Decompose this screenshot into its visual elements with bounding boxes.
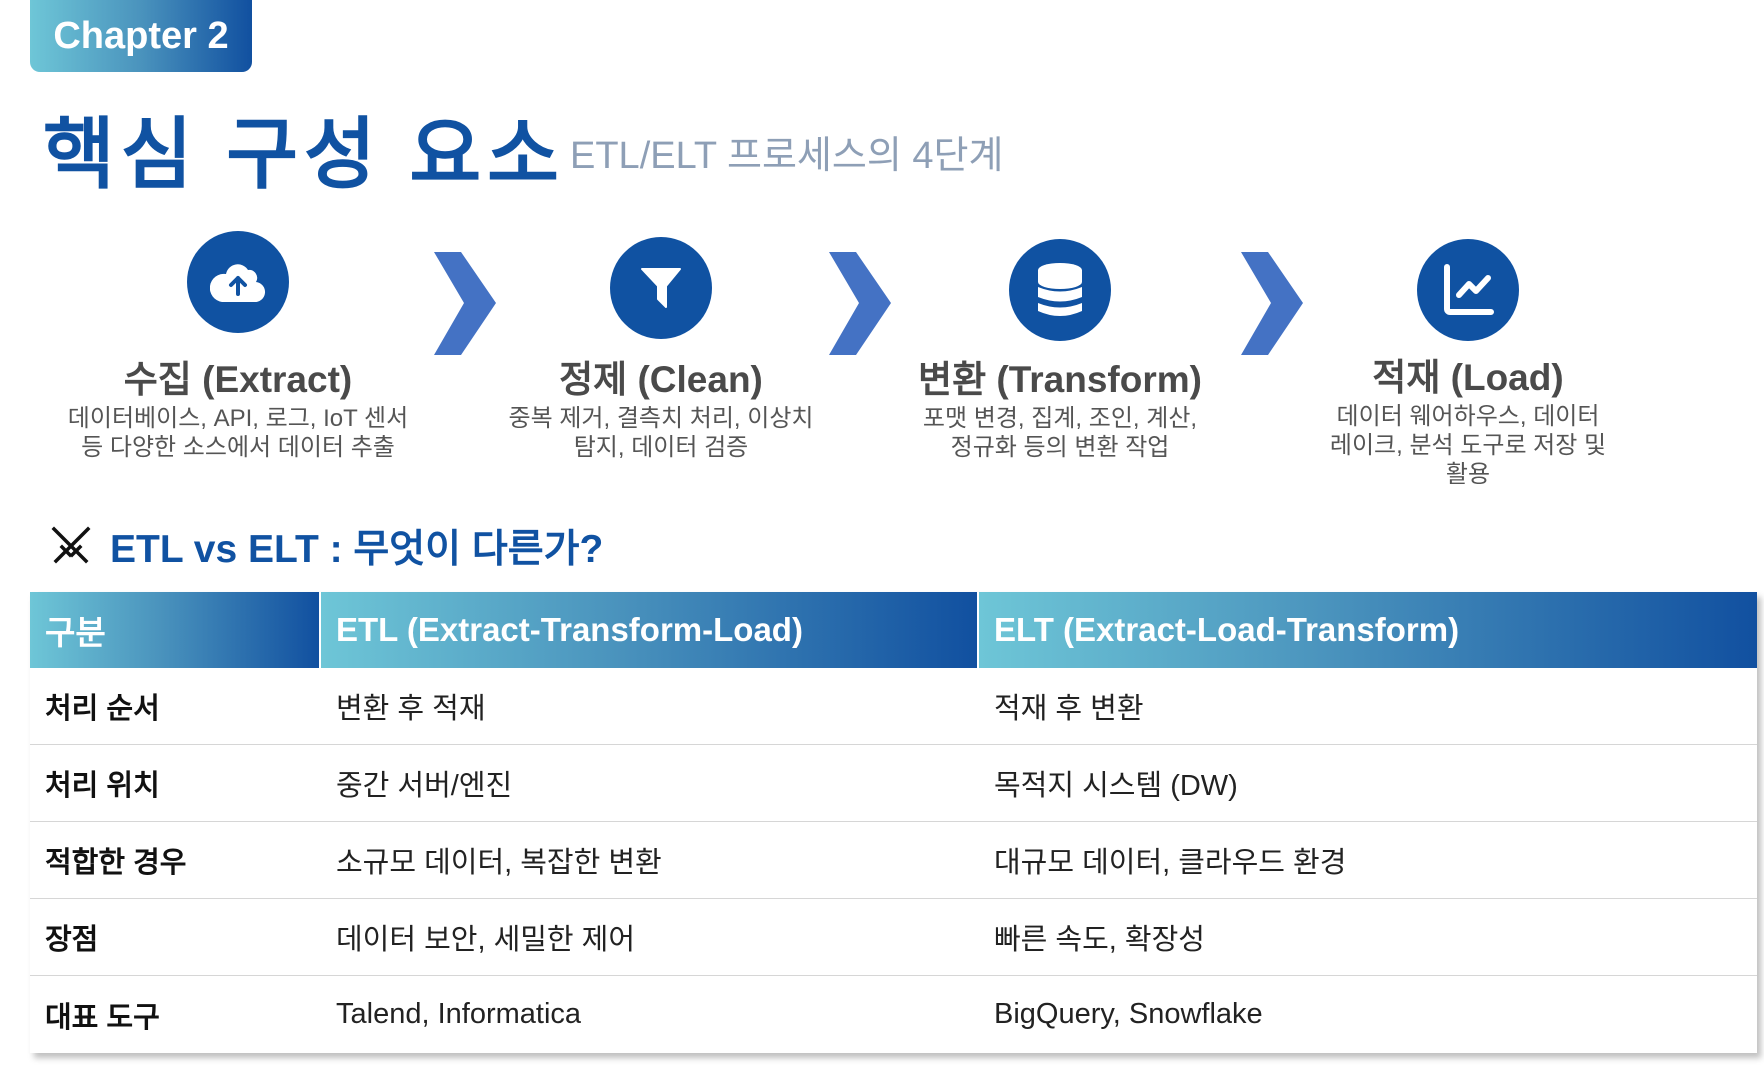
step-title: 변환 (Transform) bbox=[918, 359, 1202, 400]
header-etl: ETL (Extract-Transform-Load) bbox=[321, 592, 979, 668]
elt-cell: BigQuery, Snowflake bbox=[994, 998, 1263, 1030]
step-title: 적재 (Load) bbox=[1372, 357, 1564, 398]
step-load: 적재 (Load) 데이터 웨어하우스, 데이터 레이크, 분석 도구로 저장 … bbox=[1258, 356, 1678, 489]
step-clean: 정제 (Clean) 중복 제거, 결측치 처리, 이상치 탐지, 데이터 검증 bbox=[451, 358, 871, 462]
table-row: 대표 도구 Talend, Informatica BigQuery, Snow… bbox=[30, 976, 1757, 1053]
desc-line: 활용 bbox=[1445, 461, 1491, 488]
step-title: 정제 (Clean) bbox=[559, 359, 763, 400]
database-icon bbox=[1009, 239, 1111, 341]
row-label: 처리 위치 bbox=[45, 770, 160, 802]
etl-cell: 변환 후 적재 bbox=[336, 693, 486, 725]
etl-cell: 중간 서버/엔진 bbox=[336, 770, 513, 802]
step-title: 수집 (Extract) bbox=[123, 359, 353, 400]
desc-line: 중복 제거, 결측치 처리, 이상치 bbox=[508, 405, 814, 432]
table-row: 처리 순서 변환 후 적재 적재 후 변환 bbox=[30, 668, 1757, 745]
chart-line-icon bbox=[1417, 239, 1519, 341]
step-description: 데이터베이스, API, 로그, IoT 센서 등 다양한 소스에서 데이터 추… bbox=[28, 404, 448, 462]
table-row: 적합한 경우 소규모 데이터, 복잡한 변환 대규모 데이터, 클라우드 환경 bbox=[30, 822, 1757, 899]
desc-line: 등 다양한 소스에서 데이터 추출 bbox=[81, 434, 395, 461]
table-row: 처리 위치 중간 서버/엔진 목적지 시스템 (DW) bbox=[30, 745, 1757, 822]
step-description: 데이터 웨어하우스, 데이터 레이크, 분석 도구로 저장 및 활용 bbox=[1258, 402, 1678, 489]
step-description: 중복 제거, 결측치 처리, 이상치 탐지, 데이터 검증 bbox=[451, 404, 871, 462]
chevron-right-icon bbox=[434, 252, 496, 355]
row-label: 대표 도구 bbox=[45, 1001, 160, 1034]
section-heading: ETL vs ELT : 무엇이 다른가? bbox=[50, 518, 603, 574]
elt-cell: 적재 후 변환 bbox=[994, 693, 1144, 725]
table-row: 장점 데이터 보안, 세밀한 제어 빠른 속도, 확장성 bbox=[30, 899, 1757, 976]
step-transform: 변환 (Transform) 포맷 변경, 집계, 조인, 계산, 정규화 등의… bbox=[850, 358, 1270, 462]
desc-line: 포맷 변경, 집계, 조인, 계산, bbox=[922, 405, 1198, 432]
desc-line: 레이크, 분석 도구로 저장 및 bbox=[1329, 432, 1607, 459]
page-subtitle: ETL/ELT 프로세스의 4단계 bbox=[570, 135, 1004, 177]
chevron-right-icon bbox=[829, 252, 891, 355]
step-extract: 수집 (Extract) 데이터베이스, API, 로그, IoT 센서 등 다… bbox=[28, 358, 448, 462]
etl-cell: 데이터 보안, 세밀한 제어 bbox=[336, 924, 636, 956]
comparison-table: 구분 ETL (Extract-Transform-Load) ELT (Ext… bbox=[30, 592, 1757, 1053]
table-header-row: 구분 ETL (Extract-Transform-Load) ELT (Ext… bbox=[30, 592, 1757, 668]
step-description: 포맷 변경, 집계, 조인, 계산, 정규화 등의 변환 작업 bbox=[850, 404, 1270, 462]
chapter-badge: Chapter 2 bbox=[30, 0, 252, 72]
row-label: 적합한 경우 bbox=[45, 847, 187, 879]
chevron-right-icon bbox=[1241, 252, 1303, 355]
desc-line: 데이터베이스, API, 로그, IoT 센서 bbox=[67, 405, 409, 432]
elt-cell: 빠른 속도, 확장성 bbox=[994, 924, 1205, 956]
elt-cell: 대규모 데이터, 클라우드 환경 bbox=[994, 847, 1347, 879]
etl-cell: Talend, Informatica bbox=[336, 998, 582, 1030]
page-title: 핵심 구성 요소 bbox=[43, 110, 565, 198]
row-label: 처리 순서 bbox=[45, 693, 160, 725]
section-heading-text: ETL vs ELT : 무엇이 다른가? bbox=[110, 528, 604, 571]
header-category: 구분 bbox=[30, 592, 321, 668]
crossed-swords-icon bbox=[51, 526, 91, 564]
desc-line: 데이터 웨어하우스, 데이터 bbox=[1336, 403, 1600, 430]
filter-icon bbox=[610, 237, 712, 339]
row-label: 장점 bbox=[45, 924, 99, 956]
desc-line: 탐지, 데이터 검증 bbox=[573, 434, 749, 461]
desc-line: 정규화 등의 변환 작업 bbox=[950, 434, 1170, 461]
header-elt: ELT (Extract-Load-Transform) bbox=[979, 592, 1757, 668]
elt-cell: 목적지 시스템 (DW) bbox=[994, 770, 1238, 802]
cloud-upload-icon bbox=[187, 231, 289, 333]
etl-cell: 소규모 데이터, 복잡한 변환 bbox=[336, 847, 662, 879]
